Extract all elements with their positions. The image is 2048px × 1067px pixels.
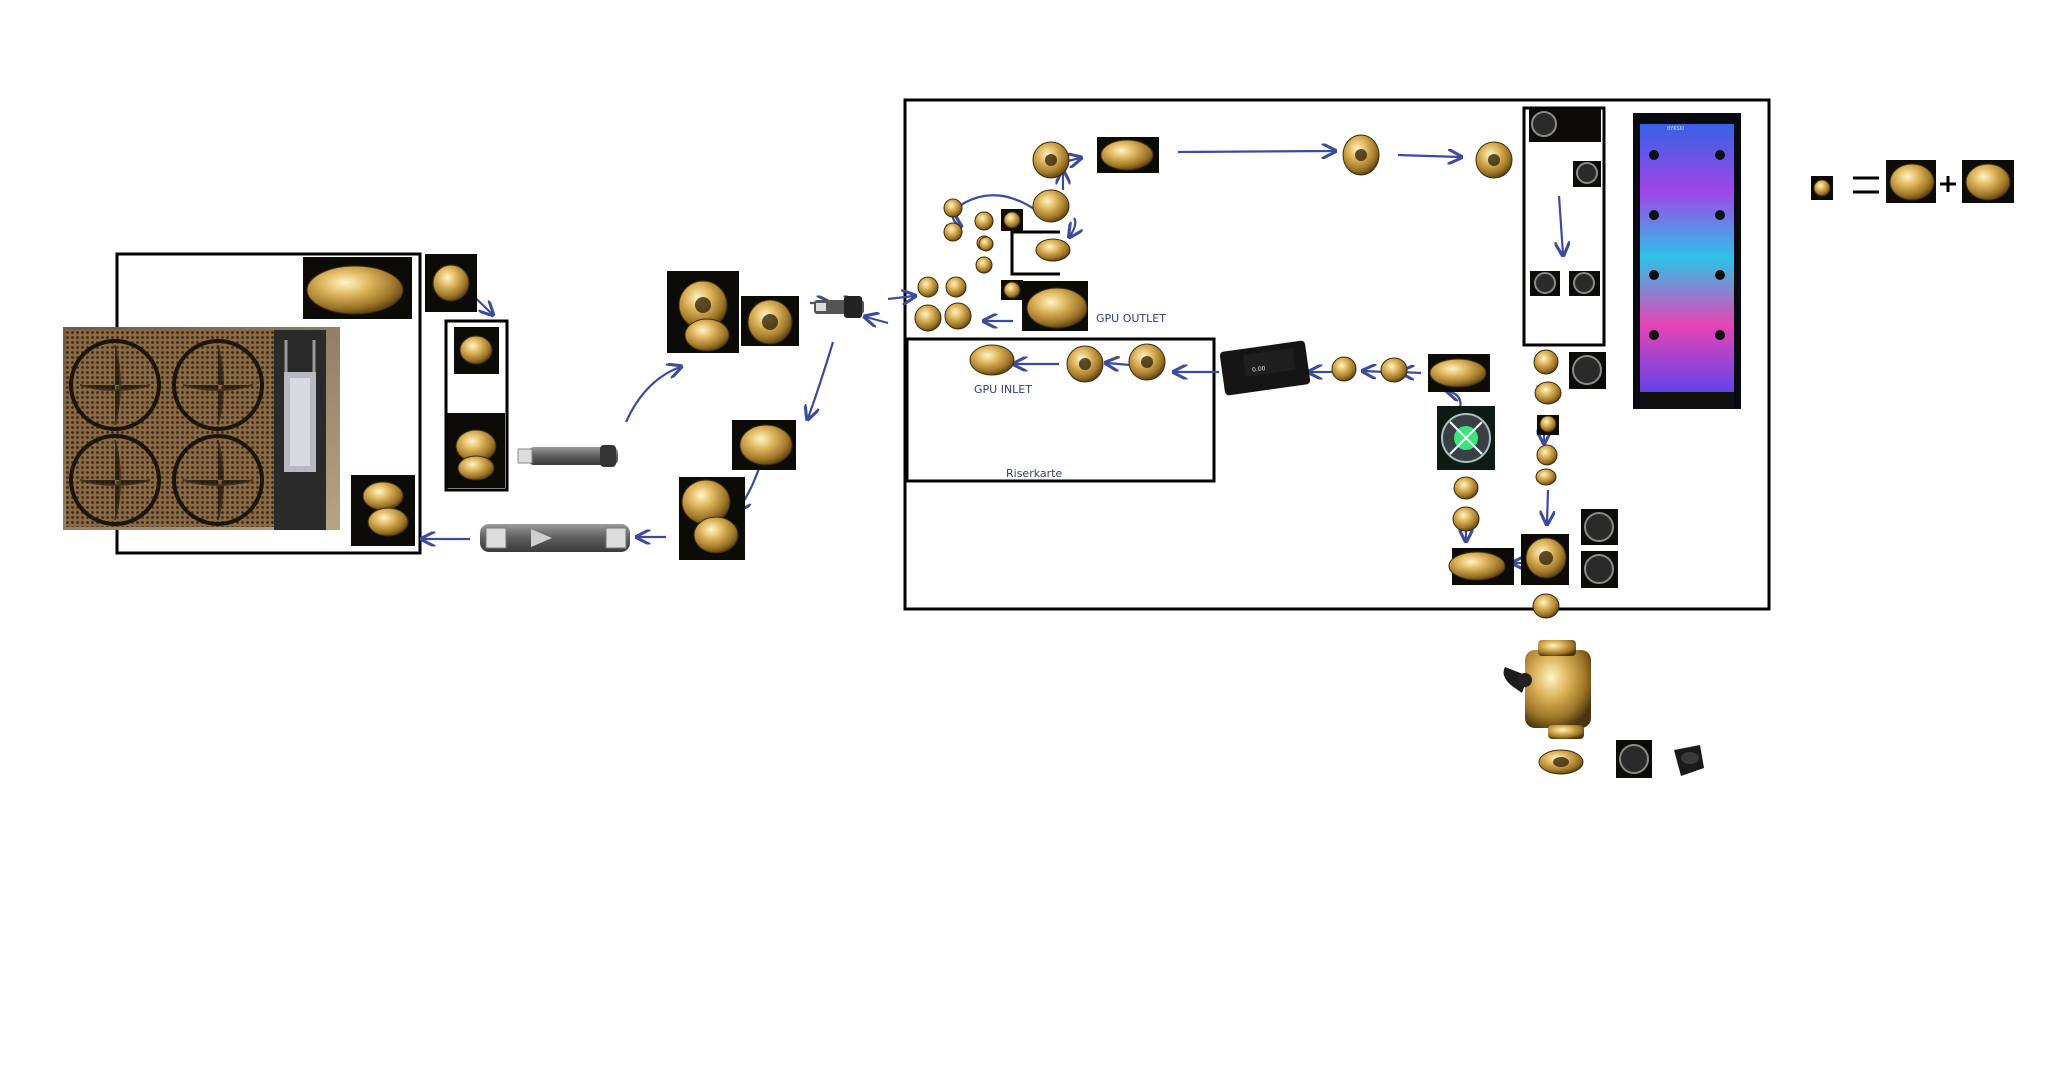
radiator-photo [63, 327, 340, 530]
reservoir-fittings-frame [1522, 106, 1606, 347]
case-frame [903, 98, 1771, 611]
gpu-outlet-label: GPU OUTLET [1096, 312, 1166, 325]
o-ring-plugs [1531, 111, 1649, 774]
gpu-inlet-label: GPU INLET [974, 383, 1032, 396]
riser-frame [905, 337, 1216, 483]
quick-disconnect-icon [480, 445, 630, 552]
riser-label: Riserkarte [1006, 467, 1063, 480]
pump-icon [1437, 406, 1495, 470]
flow-meter-icon: 0.00 [1219, 340, 1311, 396]
fitting-photo-tiles [303, 109, 2014, 778]
brass-fittings [306, 134, 2011, 775]
svg-text:BYKSKI: BYKSKI [1667, 126, 1684, 132]
small-bracket [1010, 230, 1060, 276]
svg-text:0.00: 0.00 [1252, 365, 1266, 374]
stop-plug-icon [1674, 745, 1704, 776]
legend-equation [1853, 176, 1956, 194]
reservoir-icon: BYKSKI [1633, 113, 1741, 409]
quick-disconnect-small [814, 296, 864, 318]
radiator-fittings-frame [444, 319, 509, 492]
ball-valve-icon [1503, 640, 1591, 739]
